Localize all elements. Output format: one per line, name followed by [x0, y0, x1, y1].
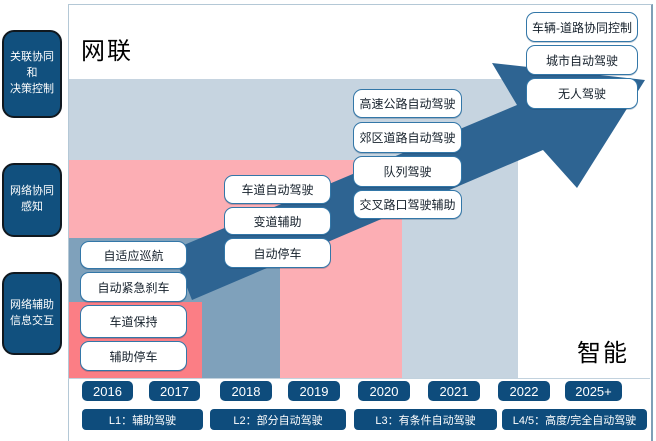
feature-box-lane-keeping: 车道保持 [80, 305, 187, 338]
feature-box-suburban-auto-driving: 郊区道路自动驾驶 [353, 122, 462, 153]
connected-axis-label: 网联 [81, 38, 133, 65]
feature-box-urban-auto-driving: 城市自动驾驶 [526, 45, 638, 75]
feature-box-platooning: 队列驾驶 [353, 156, 462, 187]
feature-box-lane-change-assist: 变道辅助 [224, 207, 331, 235]
year-chip-2022: 2022 [498, 381, 550, 401]
year-chip-2019: 2019 [288, 381, 340, 401]
level-chip-l2: L2：部分自动驾驶 [210, 409, 346, 430]
year-chip-2016: 2016 [82, 381, 133, 401]
feature-box-auto-emergency-brake: 自动紧急刹车 [80, 272, 187, 302]
feature-box-adaptive-cruise: 自适应巡航 [80, 241, 187, 269]
sidebar-item-network-assisted-info-exchange: 网络辅助 信息交互 [2, 272, 62, 355]
year-chip-2018: 2018 [220, 381, 272, 401]
plot-bottom-line [68, 378, 650, 379]
background-column-pink [280, 302, 402, 378]
level-chip-l3: L3：有条件自动驾驶 [354, 409, 497, 430]
feature-box-highway-auto-driving: 高速公路自动驾驶 [353, 89, 462, 118]
feature-box-lane-auto-driving: 车道自动驾驶 [224, 175, 331, 204]
level-chip-l4-5: L4/5：高度/完全自动驾驶 [502, 409, 647, 430]
level-chip-l1: L1：辅助驾驶 [82, 409, 203, 430]
sidebar-item-network-cooperative-perception: 网络协同 感知 [2, 163, 62, 237]
year-chip-2017: 2017 [149, 381, 200, 401]
feature-box-driverless: 无人驾驶 [526, 78, 638, 109]
intelligent-axis-label: 智能 [577, 340, 629, 367]
year-chip-2021: 2021 [428, 381, 480, 401]
sidebar-item-cooperative-decision-control: 关联协同 和 决策控制 [2, 30, 62, 118]
year-chip-2020: 2020 [358, 381, 410, 401]
year-chip-2025-plus: 2025+ [565, 381, 622, 401]
feature-box-auto-parking: 自动停车 [224, 238, 331, 268]
feature-box-intersection-assist: 交叉路口驾驶辅助 [353, 190, 462, 219]
feature-box-assisted-parking: 辅助停车 [80, 341, 187, 371]
feature-box-vehicle-road-cooperative-control: 车辆-道路协同控制 [526, 12, 638, 42]
